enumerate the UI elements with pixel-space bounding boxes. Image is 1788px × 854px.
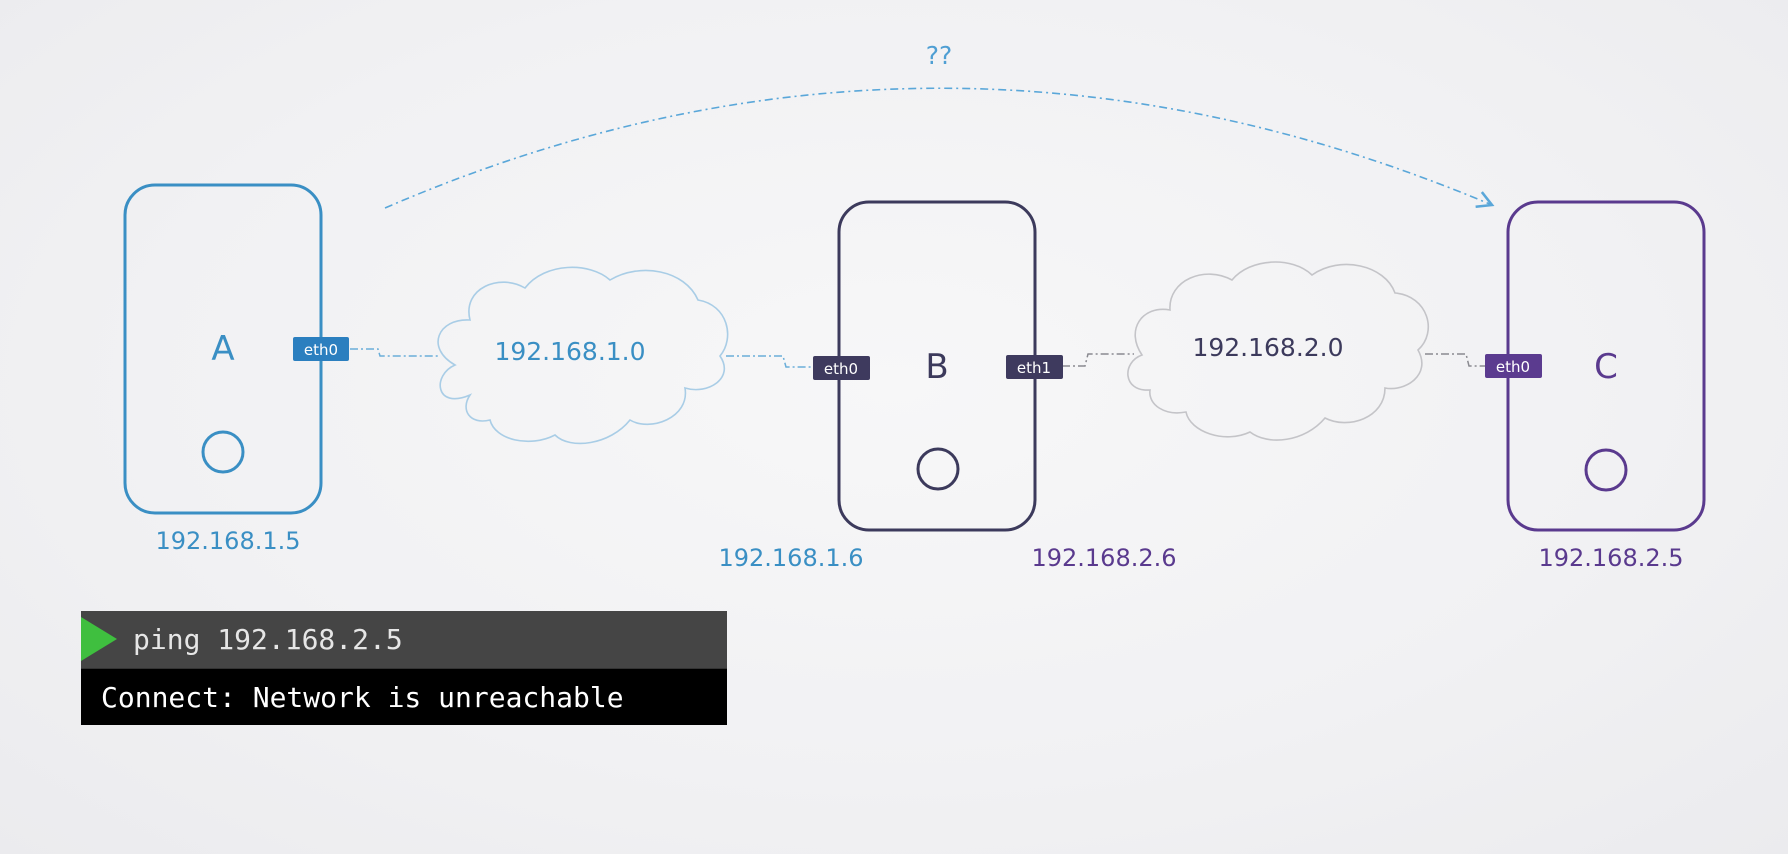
host-b-ip-right: 192.168.2.6 bbox=[1031, 544, 1176, 572]
cloud-network-2: 192.168.2.0 bbox=[1127, 261, 1429, 441]
play-icon[interactable] bbox=[81, 617, 117, 661]
host-a-ip: 192.168.1.5 bbox=[155, 527, 300, 555]
host-a-letter: A bbox=[211, 329, 234, 369]
host-c-letter: C bbox=[1594, 347, 1618, 387]
network-1-label: 192.168.1.0 bbox=[494, 337, 645, 366]
host-b-eth1-badge[interactable] bbox=[1006, 355, 1063, 379]
host-b-eth0-label: eth0 bbox=[824, 360, 858, 378]
host-c-ip: 192.168.2.5 bbox=[1538, 544, 1683, 572]
host-b-eth1-label: eth1 bbox=[1017, 359, 1051, 377]
host-c[interactable]: C eth0 192.168.2.5 bbox=[1485, 200, 1706, 572]
host-a-eth0-badge[interactable] bbox=[293, 337, 349, 361]
route-arrow bbox=[384, 87, 1495, 209]
terminal-output: Connect: Network is unreachable bbox=[101, 681, 624, 714]
host-b-ip-left: 192.168.1.6 bbox=[718, 544, 863, 572]
link-net1-b bbox=[726, 355, 814, 368]
host-b[interactable]: B eth0 eth1 192.168.1.6 192.168.2.6 bbox=[718, 200, 1177, 572]
host-c-circle-icon bbox=[1584, 448, 1628, 492]
host-b-letter: B bbox=[925, 347, 948, 387]
link-a-net1 bbox=[350, 348, 440, 357]
terminal-output-bar: Connect: Network is unreachable bbox=[81, 669, 727, 725]
terminal-command-bar: ping 192.168.2.5 bbox=[81, 611, 727, 669]
route-label: ?? bbox=[926, 41, 953, 70]
host-c-eth0-badge[interactable] bbox=[1485, 354, 1542, 378]
network-2-label: 192.168.2.0 bbox=[1192, 333, 1343, 362]
host-a-circle-icon bbox=[201, 430, 245, 474]
host-b-circle-icon bbox=[916, 447, 960, 491]
host-b-eth0-badge[interactable] bbox=[813, 356, 870, 380]
terminal: ping 192.168.2.5 Connect: Network is unr… bbox=[81, 611, 727, 725]
link-b-net2 bbox=[1062, 353, 1134, 367]
link-net2-c bbox=[1425, 353, 1486, 367]
host-a-eth0-label: eth0 bbox=[304, 341, 338, 359]
cloud-network-1: 192.168.1.0 bbox=[437, 266, 729, 445]
host-a[interactable]: A eth0 192.168.1.5 bbox=[123, 183, 349, 555]
terminal-command: ping 192.168.2.5 bbox=[133, 623, 403, 656]
host-c-eth0-label: eth0 bbox=[1496, 358, 1530, 376]
